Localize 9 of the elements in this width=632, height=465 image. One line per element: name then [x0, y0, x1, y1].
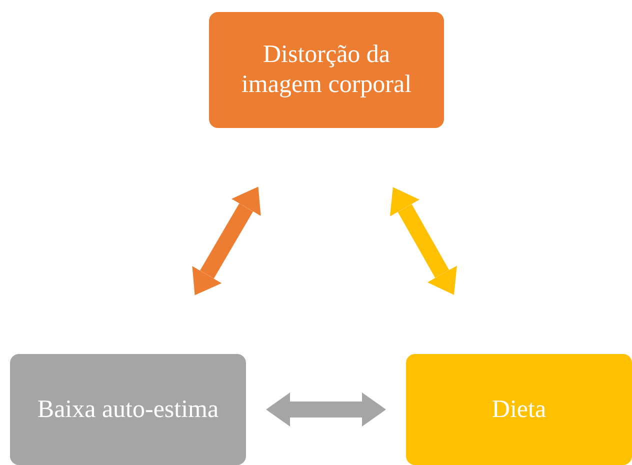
process-box [10, 354, 246, 465]
node-label: Dieta [492, 394, 546, 424]
node-label: Distorção da imagem corporal [240, 40, 413, 100]
node-label: Baixa auto-estima [37, 394, 219, 424]
process-box [209, 12, 444, 128]
double-arrow [266, 392, 386, 426]
double-arrow [192, 186, 261, 296]
double-arrow [390, 187, 457, 295]
process-box [406, 354, 632, 465]
